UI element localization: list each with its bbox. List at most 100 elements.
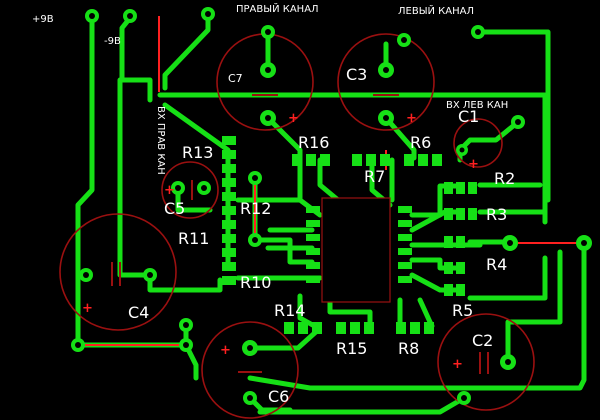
pad-minus9	[123, 9, 137, 23]
r10-pad	[222, 262, 236, 271]
c7-plus-mark: +	[288, 111, 299, 126]
label-r16: R16	[298, 133, 329, 152]
pad-top-a	[201, 7, 215, 21]
label-in-left: ВХ ЛЕВ КАН	[446, 100, 508, 111]
amplifier-chip-outline	[321, 197, 391, 303]
label-r5: R5	[452, 301, 473, 320]
r15-pad	[364, 322, 374, 334]
trace-minus9-c4	[117, 77, 153, 278]
trace-c4-c6	[183, 322, 199, 381]
r2-pad	[468, 182, 477, 194]
label-c5: C5	[164, 199, 185, 218]
label-right-channel: ПРАВЫЙ КАНАЛ	[236, 2, 319, 15]
trace-inleft	[457, 119, 521, 163]
r16-pad	[292, 154, 302, 166]
c4-outline	[59, 213, 177, 331]
pad-c1	[456, 144, 468, 156]
label-left-channel: ЛЕВЫЙ КАНАЛ	[398, 4, 474, 17]
trace-r5	[467, 255, 548, 301]
pad-r12-a	[248, 171, 262, 185]
pad-far-right	[576, 235, 592, 251]
chip-pin	[398, 276, 412, 283]
c5-plus-mark: +	[164, 183, 175, 198]
pad-c2-a	[500, 354, 516, 370]
r12-pad	[222, 206, 236, 215]
r2-pad	[444, 182, 453, 194]
r3-pad	[456, 208, 465, 220]
r2-pad	[456, 182, 465, 194]
label-c1: C1	[458, 107, 479, 126]
r13-pad	[222, 136, 236, 145]
trace-chip-r7	[409, 272, 463, 293]
label-c3: C3	[346, 65, 367, 84]
r5-pad	[456, 284, 465, 296]
r10-pad	[222, 276, 236, 285]
trace-c2-bottom	[257, 395, 467, 415]
r7-pad	[352, 154, 362, 166]
trace-c4-r10	[147, 272, 223, 293]
label-r4: R4	[486, 255, 507, 274]
trace-c5	[175, 185, 213, 213]
pad-c5-b	[197, 181, 211, 195]
label-r10: R10	[240, 273, 271, 292]
trace-rail-top	[157, 92, 548, 225]
label-r2: R2	[494, 169, 515, 188]
c4-plus-mark: +	[82, 301, 93, 316]
trace-c6-top	[247, 327, 321, 351]
chip-pin	[306, 276, 320, 283]
chip-pin	[306, 262, 320, 269]
trace-chip-l2	[317, 157, 341, 203]
chip-pin	[306, 248, 320, 255]
c1-outline	[453, 118, 503, 168]
pad-c7-a	[261, 25, 275, 39]
r15-pad	[350, 322, 360, 334]
chip-pin	[398, 220, 412, 227]
r14-pad	[312, 322, 322, 334]
pad-c4-c	[179, 318, 193, 332]
label-r3: R3	[486, 205, 507, 224]
c3-outline	[337, 33, 435, 131]
label-r8: R8	[398, 339, 419, 358]
pad-c4-b	[143, 268, 157, 282]
r11-pad	[222, 220, 236, 229]
chip-pin	[306, 220, 320, 227]
pad-bl-a	[71, 338, 85, 352]
r8-pad	[410, 322, 420, 334]
r6-pad	[404, 154, 414, 166]
through-hole-pads	[71, 7, 592, 405]
r12-pad	[222, 178, 236, 187]
chip-pin	[306, 234, 320, 241]
capacitor-outlines	[59, 33, 535, 419]
r16-pad	[306, 154, 316, 166]
r13-pad	[222, 164, 236, 173]
c6-plus-mark: +	[220, 343, 231, 358]
label-c2: C2	[472, 331, 493, 350]
c2-plus-mark: +	[452, 357, 463, 372]
r12-pad	[222, 192, 236, 201]
c1-plus-mark: +	[468, 157, 479, 172]
trace-plus9	[75, 15, 95, 348]
label-r13: R13	[182, 143, 213, 162]
pad-r12-b	[248, 233, 262, 247]
label-r15: R15	[336, 339, 367, 358]
pad-c7-c	[260, 110, 276, 126]
label-r6: R6	[410, 133, 431, 152]
chip-pin	[306, 206, 320, 213]
trace-rail-b	[475, 29, 551, 203]
chip-pin	[398, 262, 412, 269]
chip-pin	[398, 206, 412, 213]
label-r14: R14	[274, 301, 305, 320]
r7-pad	[380, 154, 390, 166]
r15-pad	[336, 322, 346, 334]
r13-pad	[222, 150, 236, 159]
label-plus9: +9В	[32, 14, 54, 25]
board-labels: +9В -9В ПРАВЫЙ КАНАЛ ЛЕВЫЙ КАНАЛ ВХ ЛЕВ …	[32, 2, 515, 406]
trace-r15	[327, 295, 373, 329]
pad-plus9	[85, 9, 99, 23]
c5-outline	[161, 161, 219, 219]
trace-rail-a	[162, 11, 211, 91]
trace-bottom-rail	[247, 242, 587, 391]
trace-c2	[505, 249, 563, 365]
smd-pads	[222, 136, 477, 334]
